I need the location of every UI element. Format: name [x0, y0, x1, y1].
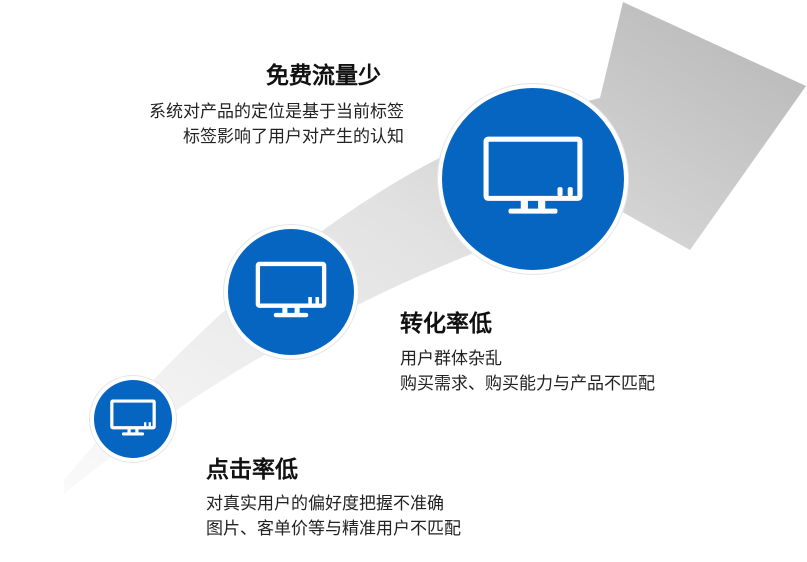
monitor-icon: [110, 399, 156, 436]
stage-1-desc: 对真实用户的偏好度把握不准确 图片、客单价等与精准用户不匹配: [206, 492, 461, 542]
stage-3-circle: [438, 84, 628, 274]
stage-1-line-1: 对真实用户的偏好度把握不准确: [206, 494, 444, 514]
stage-3-line-1: 系统对产品的定位是基于当前标签: [149, 102, 404, 122]
stage-3-line-2: 标签影响了用户对产生的认知: [183, 127, 404, 147]
stage-1-circle: [90, 376, 176, 462]
stage-3-desc: 系统对产品的定位是基于当前标签 标签影响了用户对产生的认知: [149, 100, 404, 150]
stage-2-line-2: 购买需求、购买能力与产品不匹配: [400, 374, 655, 394]
stage-1-line-2: 图片、客单价等与精准用户不匹配: [206, 519, 461, 539]
stage-1-title: 点击率低: [206, 457, 298, 483]
stage-2-title: 转化率低: [400, 311, 492, 337]
stage-2-circle: [224, 225, 358, 359]
monitor-icon: [483, 136, 583, 214]
stage-2-desc: 用户群体杂乱 购买需求、购买能力与产品不匹配: [400, 347, 655, 397]
monitor-icon: [255, 261, 327, 318]
stage-3-title: 免费流量少: [266, 63, 381, 89]
stage-2-line-1: 用户群体杂乱: [400, 349, 502, 369]
